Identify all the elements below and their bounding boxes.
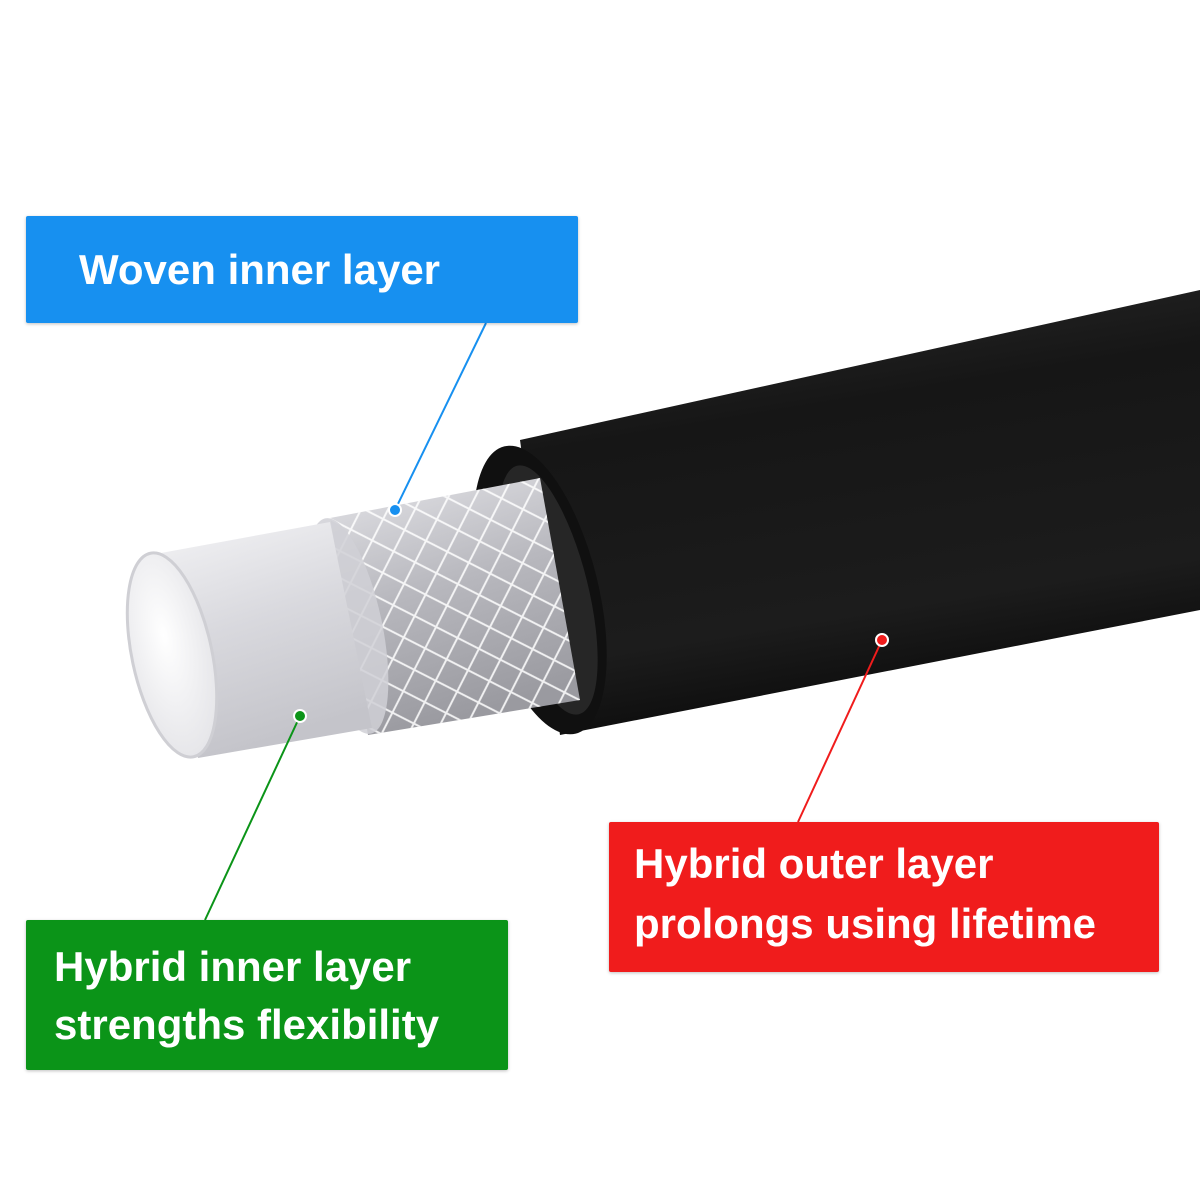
leader-inner: [204, 709, 307, 921]
callout-woven-text: Woven inner layer: [79, 246, 441, 293]
leader-outer: [797, 633, 889, 823]
callout-hybrid-outer-layer: Hybrid outer layer prolongs using lifeti…: [609, 822, 1159, 972]
callout-woven-inner-layer: Woven inner layer: [26, 216, 578, 323]
inner-tube: [125, 522, 372, 759]
callout-inner-line-1: Hybrid inner layer: [54, 943, 412, 990]
callout-outer-line-1: Hybrid outer layer: [634, 840, 994, 887]
callout-hybrid-inner-layer: Hybrid inner layer strengths flexibility: [26, 920, 508, 1070]
leader-woven: [388, 322, 487, 517]
callout-outer-line-2: prolongs using lifetime: [634, 900, 1097, 947]
callout-inner-line-2: strengths flexibility: [54, 1001, 440, 1048]
braid-layer: [307, 478, 580, 735]
